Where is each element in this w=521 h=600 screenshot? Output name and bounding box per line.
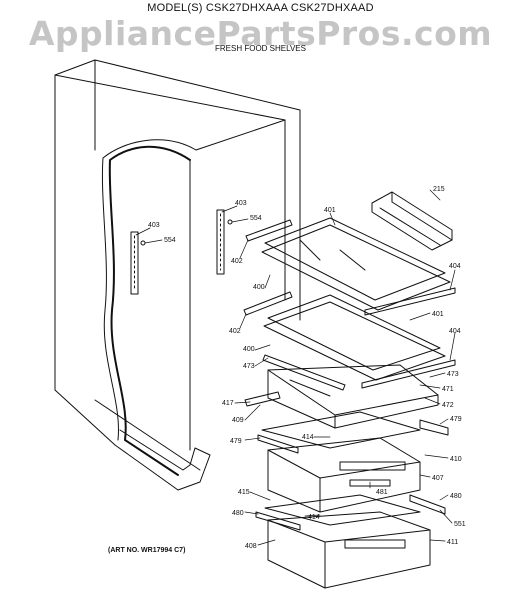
door-bin xyxy=(371,191,453,251)
callout-480: 480 xyxy=(232,510,244,517)
cabinet-outline xyxy=(54,59,301,491)
watermark: AppliancePartsPros.com xyxy=(28,14,493,53)
screw-icon xyxy=(227,219,233,225)
callout-215: 215 xyxy=(433,186,445,193)
drawer-slide xyxy=(419,419,449,436)
callout-411: 411 xyxy=(447,539,458,546)
middle-drawer xyxy=(267,437,421,513)
callout-401: 401 xyxy=(324,207,336,214)
callout-472: 472 xyxy=(442,402,454,409)
callout-414: 414 xyxy=(302,434,314,441)
drawer-slide xyxy=(255,511,301,531)
shelf-ladder-right xyxy=(216,209,225,275)
shelf-rail xyxy=(361,359,456,389)
shelf-rail xyxy=(364,287,456,316)
callout-403: 403 xyxy=(148,222,160,229)
shelf-trim xyxy=(262,354,346,391)
callout-471: 471 xyxy=(442,386,454,393)
callout-473: 473 xyxy=(447,371,459,378)
callout-473: 473 xyxy=(243,363,255,370)
liner-wall xyxy=(101,119,286,476)
callout-551: 551 xyxy=(454,521,466,528)
callout-410: 410 xyxy=(450,456,462,463)
callout-480: 480 xyxy=(450,493,462,500)
drawer-slide xyxy=(409,494,446,515)
callout-402: 402 xyxy=(229,328,241,335)
callout-401: 401 xyxy=(432,311,444,318)
callout-leaders xyxy=(135,189,456,546)
lower-drawer xyxy=(267,511,431,589)
callout-407: 407 xyxy=(432,475,444,482)
callout-403: 403 xyxy=(235,200,247,207)
callout-409: 409 xyxy=(232,417,244,424)
callout-479: 479 xyxy=(230,438,242,445)
shelf-bracket xyxy=(245,219,293,242)
callout-479: 479 xyxy=(450,416,462,423)
callout-404: 404 xyxy=(449,328,461,335)
callout-400: 400 xyxy=(243,346,255,353)
callout-554: 554 xyxy=(250,215,262,222)
screw-icon xyxy=(140,240,146,246)
upper-shelf xyxy=(261,217,451,311)
callout-414: 414 xyxy=(308,514,320,521)
shelf-ladder-left xyxy=(130,231,139,295)
callout-481: 481 xyxy=(376,489,388,496)
drawer-slide xyxy=(244,391,281,407)
model-line: MODEL(S) CSK27DHXAAA CSK27DHXAAD xyxy=(147,2,374,14)
callout-554: 554 xyxy=(164,237,176,244)
callout-408: 408 xyxy=(245,543,257,550)
shelf-bracket xyxy=(243,291,293,316)
diagram-subtitle: FRESH FOOD SHELVES xyxy=(215,44,306,53)
middle-shelf xyxy=(263,294,446,381)
art-number: (ART NO. WR17994 C7) xyxy=(108,547,186,554)
callout-402: 402 xyxy=(231,258,243,265)
callout-400: 400 xyxy=(253,284,265,291)
callout-415: 415 xyxy=(238,489,250,496)
callout-404: 404 xyxy=(449,263,461,270)
callout-417: 417 xyxy=(222,400,234,407)
drawer-cover xyxy=(261,411,421,449)
upper-drawer xyxy=(267,364,439,429)
drawer-cover xyxy=(264,494,421,526)
callout-labels: 215 401 403 554 402 403 554 404 400 402 … xyxy=(148,186,466,550)
